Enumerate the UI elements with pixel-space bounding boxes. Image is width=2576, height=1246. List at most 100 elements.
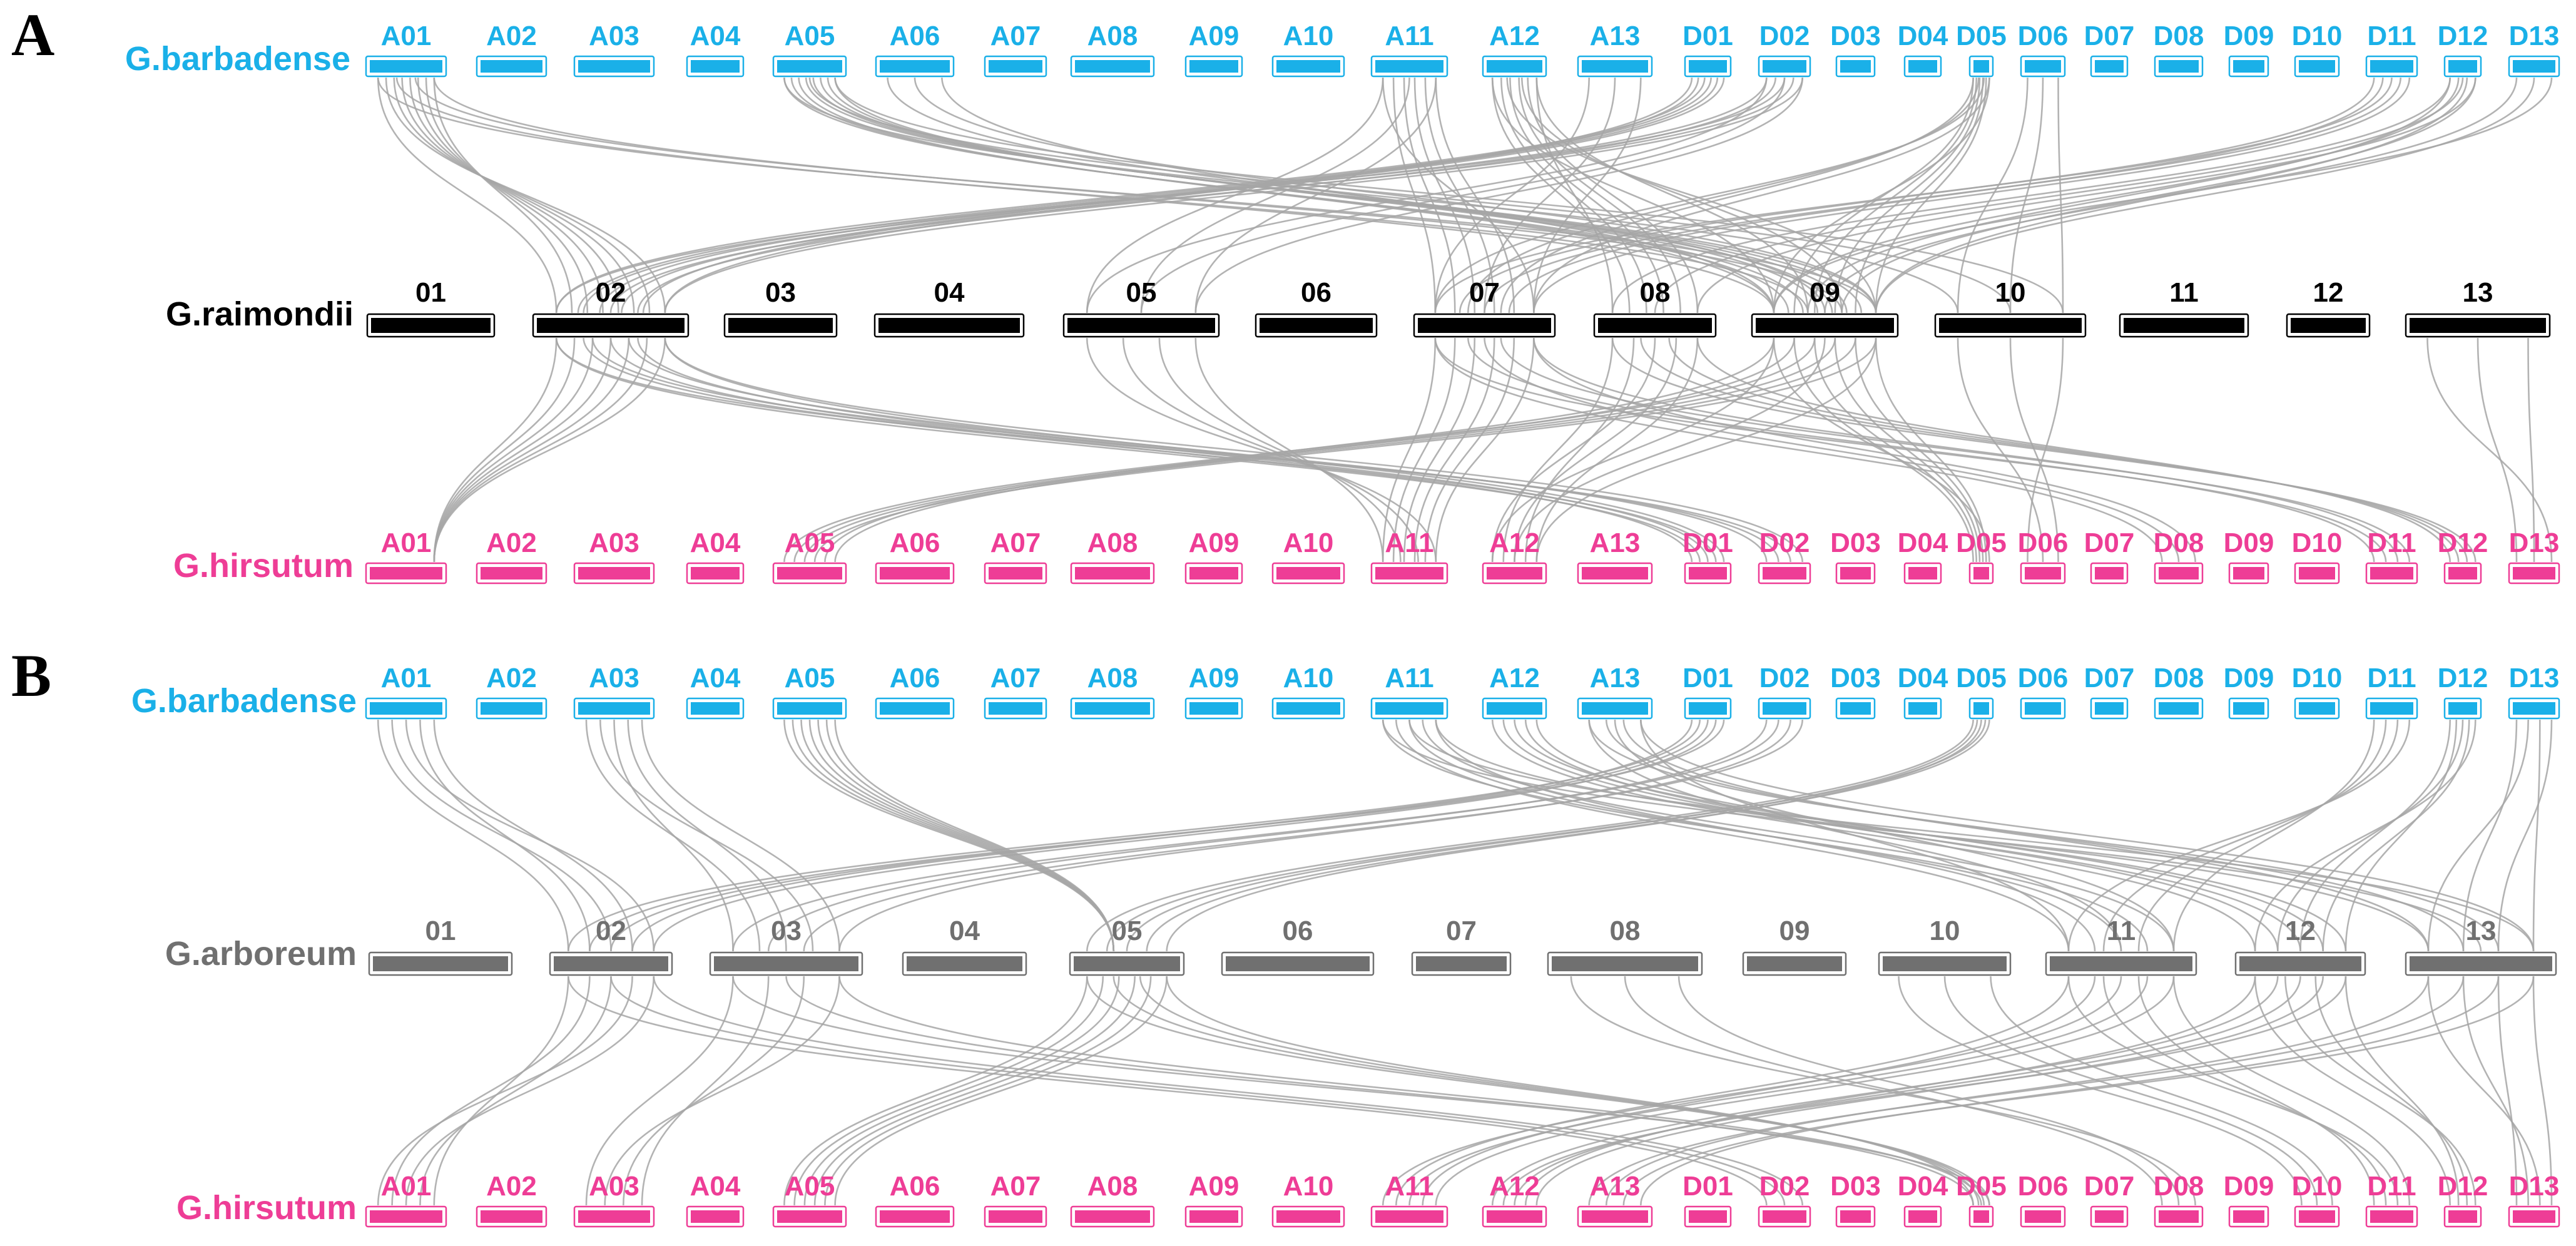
chromosome-bar: [989, 1210, 1042, 1223]
chromosome-a02: A02: [476, 21, 547, 78]
chromosome-label: 09: [1779, 916, 1810, 946]
chromosome-label: D09: [2224, 663, 2274, 693]
chromosome-label: A09: [1189, 663, 1240, 693]
synteny-link: [1696, 337, 2451, 563]
synteny-link: [1112, 976, 1985, 1206]
chromosome-label: D07: [2084, 1171, 2135, 1202]
chromosome-label: A10: [1283, 663, 1334, 693]
chromosome-bar: [1189, 60, 1238, 73]
chromosome-bar: [2159, 567, 2199, 580]
chromosome-bar: [2448, 567, 2477, 580]
synteny-link: [2172, 976, 2411, 1206]
chromosome-05: 05: [1069, 916, 1185, 976]
chromosome-d06: D06: [2018, 1171, 2069, 1228]
synteny-link: [1640, 719, 2535, 952]
chromosome-label: A04: [690, 1171, 741, 1202]
synteny-link: [2027, 337, 2064, 563]
synteny-link: [1491, 337, 1775, 563]
chromosome-label: D06: [2018, 663, 2069, 693]
chromosome-a05: A05: [772, 21, 847, 78]
synteny-link: [2527, 337, 2535, 563]
chromosome-d08: D08: [2154, 1171, 2204, 1228]
chromosome-label: D10: [2292, 1171, 2343, 1202]
synteny-link: [2427, 719, 2529, 952]
chromosome-label: A10: [1283, 21, 1334, 51]
chromosome-bar: [2370, 702, 2413, 715]
chromosome-a06: A06: [875, 663, 955, 720]
synteny-link: [1875, 337, 1987, 563]
chromosome-label: 13: [2463, 277, 2493, 308]
chromosome-label: D13: [2509, 1171, 2560, 1202]
chromosome-06: 06: [1255, 277, 1378, 338]
chromosome-d02: D02: [1758, 1171, 1811, 1228]
chromosome-bar: [578, 60, 650, 73]
synteny-link: [419, 976, 612, 1206]
synteny-link: [2477, 337, 2518, 563]
chromosome-d03: D03: [1830, 528, 1881, 585]
chromosome-label: A04: [690, 528, 741, 558]
synteny-link: [2426, 337, 2553, 563]
chromosome-bar: [1763, 60, 1806, 73]
chromosome-d06: D06: [2018, 21, 2068, 78]
chromosome-a02: A02: [476, 1171, 547, 1228]
synteny-link: [2344, 976, 2460, 1206]
synteny-link: [1139, 976, 1980, 1206]
chromosome-bar: [2299, 1210, 2335, 1223]
chromosome-02: 02: [532, 277, 690, 338]
synteny-link: [1106, 719, 1987, 952]
synteny-link: [1502, 976, 2347, 1206]
synteny-link: [1605, 719, 2465, 952]
chromosome-label: D06: [2018, 1171, 2069, 1202]
chromosome-bar: [880, 702, 950, 715]
chromosome-d02: D02: [1758, 528, 1811, 585]
chromosome-d09: D09: [2224, 1171, 2274, 1228]
chromosome-a01: A01: [365, 1171, 447, 1228]
chromosome-bar: [2299, 60, 2335, 73]
chromosome-05: 05: [1062, 277, 1220, 338]
chromosome-label: A13: [1590, 21, 1641, 51]
chromosome-a05: A05: [772, 528, 847, 585]
chromosome-label: A05: [785, 663, 835, 693]
chromosome-bar: [373, 956, 508, 971]
chromosome-label: 03: [771, 916, 802, 946]
chromosome-a11: A11: [1370, 21, 1448, 78]
synteny-link: [2427, 976, 2541, 1206]
synteny-link: [577, 77, 1712, 314]
species-label-raimondii: G.raimondii: [166, 295, 354, 333]
synteny-link: [585, 976, 734, 1206]
chromosome-a12: A12: [1482, 1171, 1547, 1228]
chromosome-bar: [1840, 567, 1871, 580]
chromosome-label: A09: [1189, 528, 1240, 558]
chromosome-label: A11: [1385, 528, 1433, 558]
chromosome-10: 10: [1878, 916, 2012, 976]
chromosome-bar: [1487, 567, 1542, 580]
synteny-link: [664, 77, 1803, 314]
chromosome-label: D12: [2438, 1171, 2488, 1202]
chromosome-bar: [1689, 60, 1727, 73]
synteny-link: [2462, 719, 2518, 952]
synteny-link: [1990, 976, 2333, 1206]
synteny-link: [1491, 337, 1656, 563]
synteny-link: [2284, 976, 2477, 1206]
chromosome-label: D11: [2367, 528, 2416, 558]
chromosome-a04: A04: [686, 1171, 745, 1228]
chromosome-bar: [2513, 1210, 2555, 1223]
chromosome-bar: [1840, 1210, 1871, 1223]
chromosome-a03: A03: [573, 1171, 655, 1228]
synteny-link: [1086, 976, 1990, 1206]
synteny-link: [1122, 337, 1419, 563]
chromosome-a07: A07: [984, 21, 1047, 78]
synteny-link: [589, 719, 1725, 952]
chromosome-label: 05: [1112, 916, 1143, 946]
synteny-link: [1382, 976, 2122, 1206]
chromosome-a02: A02: [476, 528, 547, 585]
chromosome-bar: [1883, 956, 2007, 971]
chromosome-bar: [2513, 567, 2555, 580]
synteny-link: [1484, 77, 2401, 314]
chromosome-label: D05: [1956, 1171, 2007, 1202]
synteny-link: [2254, 719, 2477, 952]
synteny-link: [1467, 337, 2375, 563]
